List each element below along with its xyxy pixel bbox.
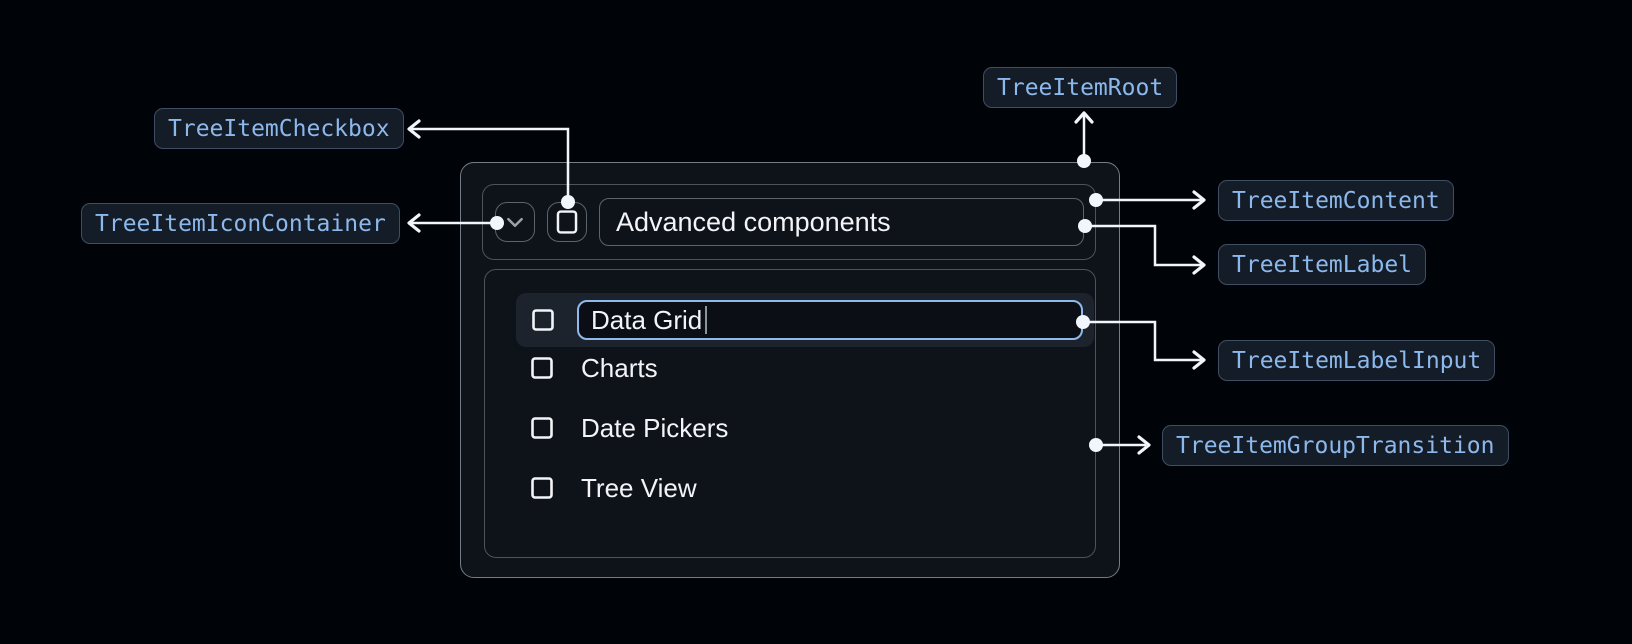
annotation-tree-item-checkbox: TreeItemCheckbox — [154, 108, 404, 149]
tree-item-label-input[interactable]: Data Grid — [577, 300, 1083, 340]
checkbox-unchecked-icon[interactable] — [531, 477, 553, 499]
checkbox-unchecked-icon[interactable] — [531, 357, 553, 379]
annotation-tree-item-root: TreeItemRoot — [983, 67, 1178, 108]
tree-item-group-transition: Data Grid Charts Date Pickers — [484, 269, 1096, 558]
tree-item-row[interactable]: Date Pickers — [531, 413, 728, 443]
annotation-tree-item-icon-container: TreeItemIconContainer — [81, 203, 400, 244]
tree-item-label-text: Tree View — [581, 472, 697, 503]
tree-item-row[interactable]: Tree View — [531, 473, 697, 503]
annotation-tree-item-label: TreeItemLabel — [1218, 244, 1427, 285]
tree-item-content[interactable]: Advanced components — [482, 184, 1096, 260]
tree-item-label[interactable]: Advanced components — [599, 198, 1084, 246]
checkbox-unchecked-icon — [556, 210, 578, 234]
text-cursor-caret — [705, 306, 708, 334]
chevron-down-icon — [507, 217, 523, 228]
annotation-tree-item-label-input: TreeItemLabelInput — [1218, 340, 1496, 381]
tree-item-row-editing[interactable]: Data Grid — [516, 293, 1094, 347]
tree-item-label-text: Advanced components — [616, 206, 891, 237]
tree-item-checkbox[interactable] — [547, 202, 587, 242]
annotation-tree-item-content: TreeItemContent — [1218, 180, 1454, 221]
label-input-value: Data Grid — [591, 304, 703, 335]
checkbox-unchecked-icon[interactable] — [532, 309, 554, 331]
annotation-tree-item-group-transition: TreeItemGroupTransition — [1162, 425, 1509, 466]
tree-item-label-text: Charts — [581, 352, 658, 383]
tree-item-label-text: Date Pickers — [581, 412, 729, 443]
tree-item-icon-container[interactable] — [495, 202, 535, 242]
tree-item-root: Advanced components Data Grid Charts — [460, 162, 1120, 578]
connector-tree-item-root — [1074, 111, 1094, 168]
checkbox-unchecked-icon[interactable] — [531, 417, 553, 439]
tree-item-row[interactable]: Charts — [531, 353, 658, 383]
